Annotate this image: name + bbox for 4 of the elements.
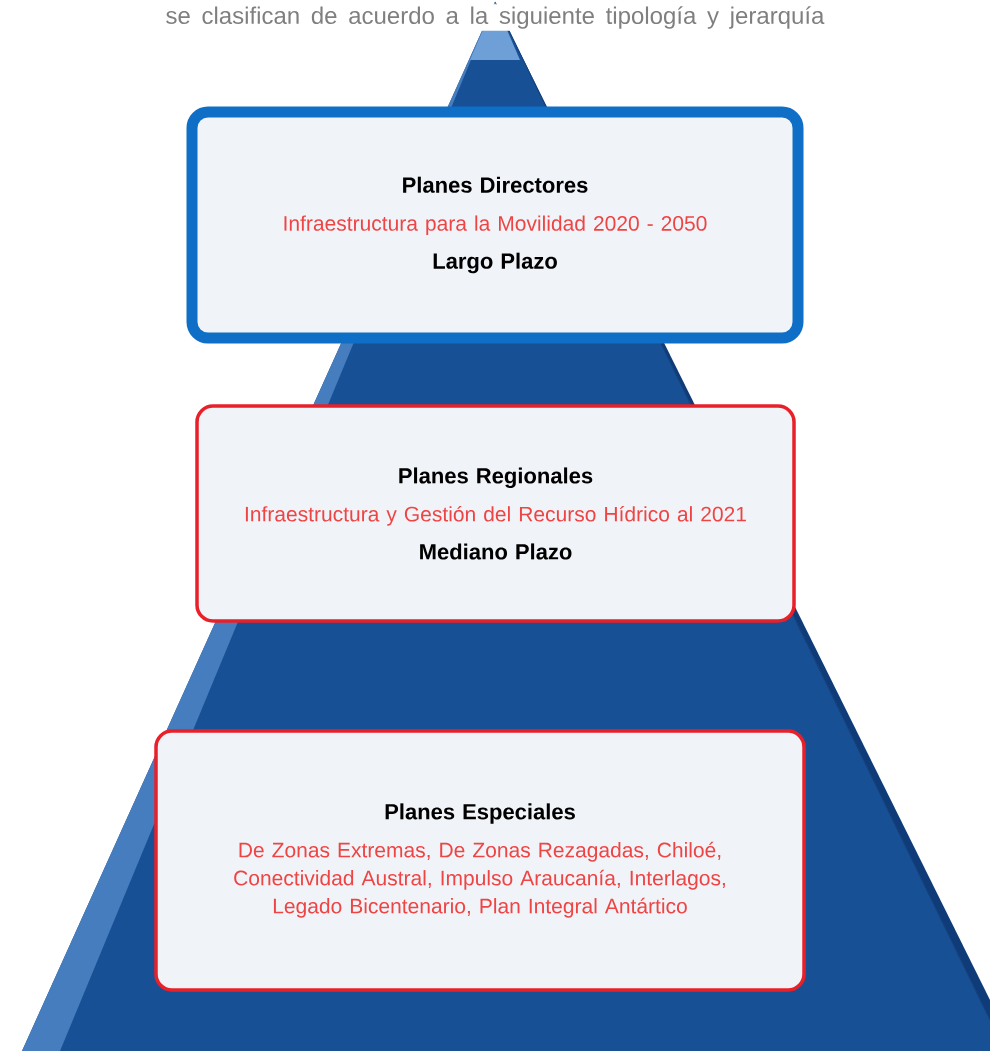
plan-box: Planes Regionales Infraestructura y Gestión del Recurso Hídrico al 2021 Mediano Plazo [195, 404, 796, 623]
intro-text: se clasifican de acuerdo a la siguiente tipología y jerarquía [166, 6, 825, 29]
plan-box: Planes Directores Infraestructura para la Movilidad 2020 - 2050 Largo Plazo [186, 106, 804, 344]
plan-box: Planes Especiales De Zonas Extremas, De Zonas Rezagadas, Chiloé, Conectividad Austral, Impulso Araucanía, Interlagos, Legado Bicentenario, Plan Integral Antártico [154, 729, 806, 992]
